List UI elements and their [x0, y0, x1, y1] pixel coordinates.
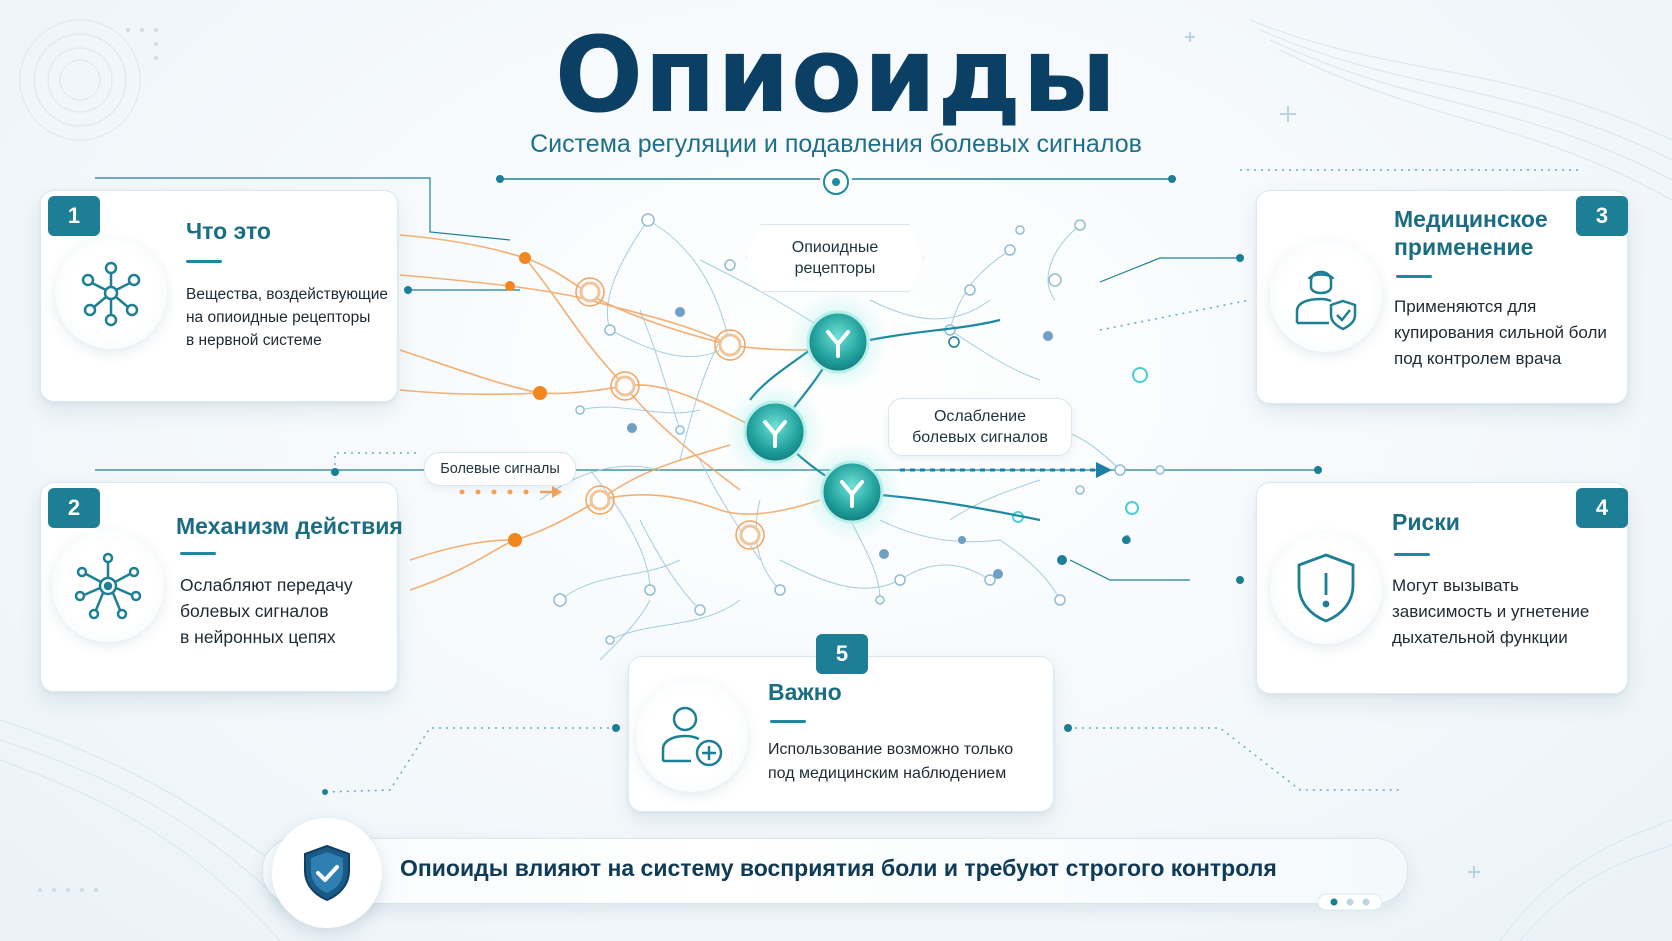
footer-icon-wrap: [272, 818, 382, 928]
card-icon-wrap: [55, 237, 167, 349]
pagination-dots: [1318, 893, 1382, 911]
card-rule: [180, 552, 216, 555]
card-number-badge: 1: [48, 196, 100, 236]
person-plus-icon: [661, 706, 723, 767]
card-rule: [186, 260, 222, 263]
warning-shield-icon: [1297, 553, 1355, 623]
card-title: Что это: [186, 218, 271, 244]
neuron-icon: [74, 552, 142, 620]
card-icon-wrap: [1270, 532, 1382, 644]
pain-arrow: [459, 486, 562, 498]
card-title: Риски: [1392, 509, 1460, 535]
card-number-badge: 4: [1576, 488, 1628, 528]
pain-signals-label: Болевые сигналы: [424, 452, 576, 486]
card-number-badge: 3: [1576, 196, 1628, 236]
mesh-nodes-filled: [627, 307, 1131, 579]
decorative-plus: [1185, 32, 1480, 878]
decorative-dots: [38, 28, 158, 892]
footer-text: Опиоиды влияют на систему восприятия бол…: [400, 855, 1277, 881]
pain-nodes: [505, 252, 547, 547]
molecule-icon: [81, 261, 141, 327]
receptor-nodes: [743, 310, 884, 524]
footer-bar: [262, 838, 1408, 904]
card-icon-wrap: [636, 680, 748, 792]
shield-check-icon: [304, 844, 350, 902]
pain-pathways: [399, 234, 821, 591]
flow-curves: [0, 19, 1672, 941]
card-rule: [770, 720, 806, 723]
card-medical-use: [1256, 190, 1628, 404]
card-icon-wrap: [52, 530, 164, 642]
page-subtitle: Система регуляции и подавления болевых с…: [530, 130, 1142, 158]
subtitle-ornament: [496, 169, 1176, 195]
card-connectors-dotted: [324, 169, 1580, 793]
card-icon-wrap: [1270, 240, 1382, 352]
doctor-shield-icon: [1295, 270, 1357, 331]
weakening-arrow: [900, 462, 1112, 478]
pain-junctions: [579, 281, 761, 546]
decorative-rings: [19, 19, 141, 141]
card-title: Механизм действия: [176, 513, 403, 539]
mesh-nodes-cyan: [1012, 367, 1148, 523]
card-rule: [1394, 553, 1430, 556]
card-rule: [1396, 275, 1432, 278]
card-number-badge: 5: [816, 634, 868, 674]
card-title: Важно: [768, 679, 842, 705]
card-number-badge: 2: [48, 488, 100, 528]
page-title: Опиоиды: [554, 14, 1118, 136]
